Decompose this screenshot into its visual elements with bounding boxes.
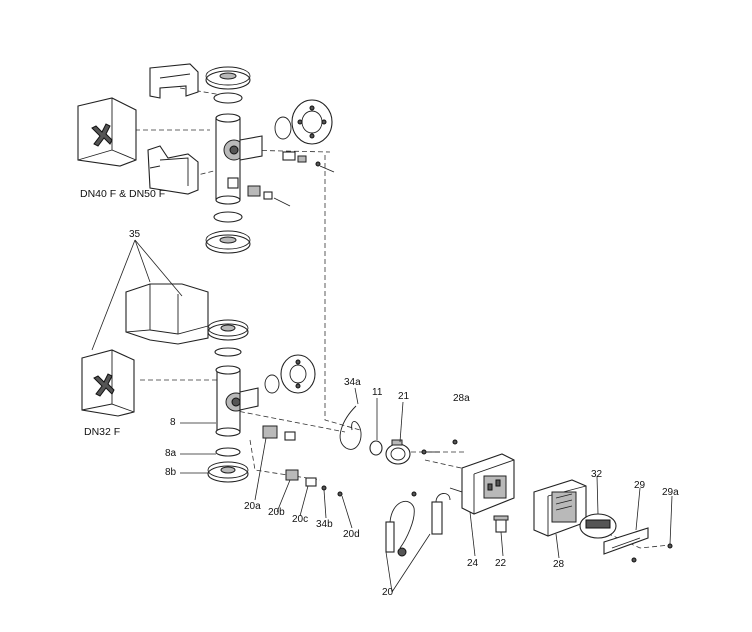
lower-bottom-gasket [215,447,241,457]
cable-harness-20 [385,491,451,557]
callout-34b: 34b [316,519,333,530]
ring-11 [369,440,383,456]
upper-insulation-shell-back [149,63,199,99]
lower-insulation-shell-front [81,349,135,417]
leader-lines [91,239,673,593]
callout-11: 11 [372,387,383,398]
lower-bottom-flange [207,461,249,483]
callout-20a: 20a [244,501,261,512]
upper-assembly-caption: DN40 F & DN50 F [80,188,166,200]
callout-22: 22 [495,558,507,569]
lower-top-flange [207,319,249,341]
module-32 [579,513,617,539]
lower-side-flange [280,354,316,394]
callout-21: 21 [398,391,410,402]
upper-bottom-flange [205,230,251,254]
callout-28a: 28a [453,393,470,404]
screw-28a [421,439,458,455]
lower-top-gasket [214,347,242,357]
upper-top-gasket [213,92,243,104]
callout-8: 8 [170,417,176,428]
upper-side-flange [291,99,333,145]
callout-28: 28 [553,559,565,570]
front-cover-28 [533,479,587,537]
callout-32: 32 [591,469,603,480]
callout-35: 35 [129,229,141,240]
lower-assembly-caption: DN32 F [84,426,121,438]
callout-29: 29 [634,480,646,491]
terminal-box-24 [449,453,515,515]
callout-20: 20 [382,587,394,598]
callout-29a: 29a [662,487,679,498]
lower-side-gasket [264,374,280,394]
upper-bottom-gasket [213,211,243,223]
upper-top-flange [205,66,251,90]
callout-20d: 20d [343,529,360,540]
callout-24: 24 [467,558,479,569]
lid-29 [603,527,673,563]
lower-insulation-shell-back [125,283,209,345]
control-box-assembly [339,405,673,563]
callout-8a: 8a [165,448,177,459]
cable-34a [339,405,362,450]
lower-pump-housing [215,365,259,437]
sensor-parts-20 [262,425,343,497]
upper-insulation-shell-front [77,97,137,167]
upper-sensor-parts [227,151,335,207]
lower-assembly [81,283,343,497]
clamp-21 [385,439,411,465]
callout-34a: 34a [344,377,361,388]
upper-side-gasket [274,116,292,140]
upper-insulation-shell-lower [147,145,199,195]
cable-gland-22 [493,515,509,533]
callout-20b: 20b [268,507,285,518]
callout-8b: 8b [165,467,177,478]
callout-20c: 20c [292,514,309,525]
upper-assembly [77,63,335,254]
